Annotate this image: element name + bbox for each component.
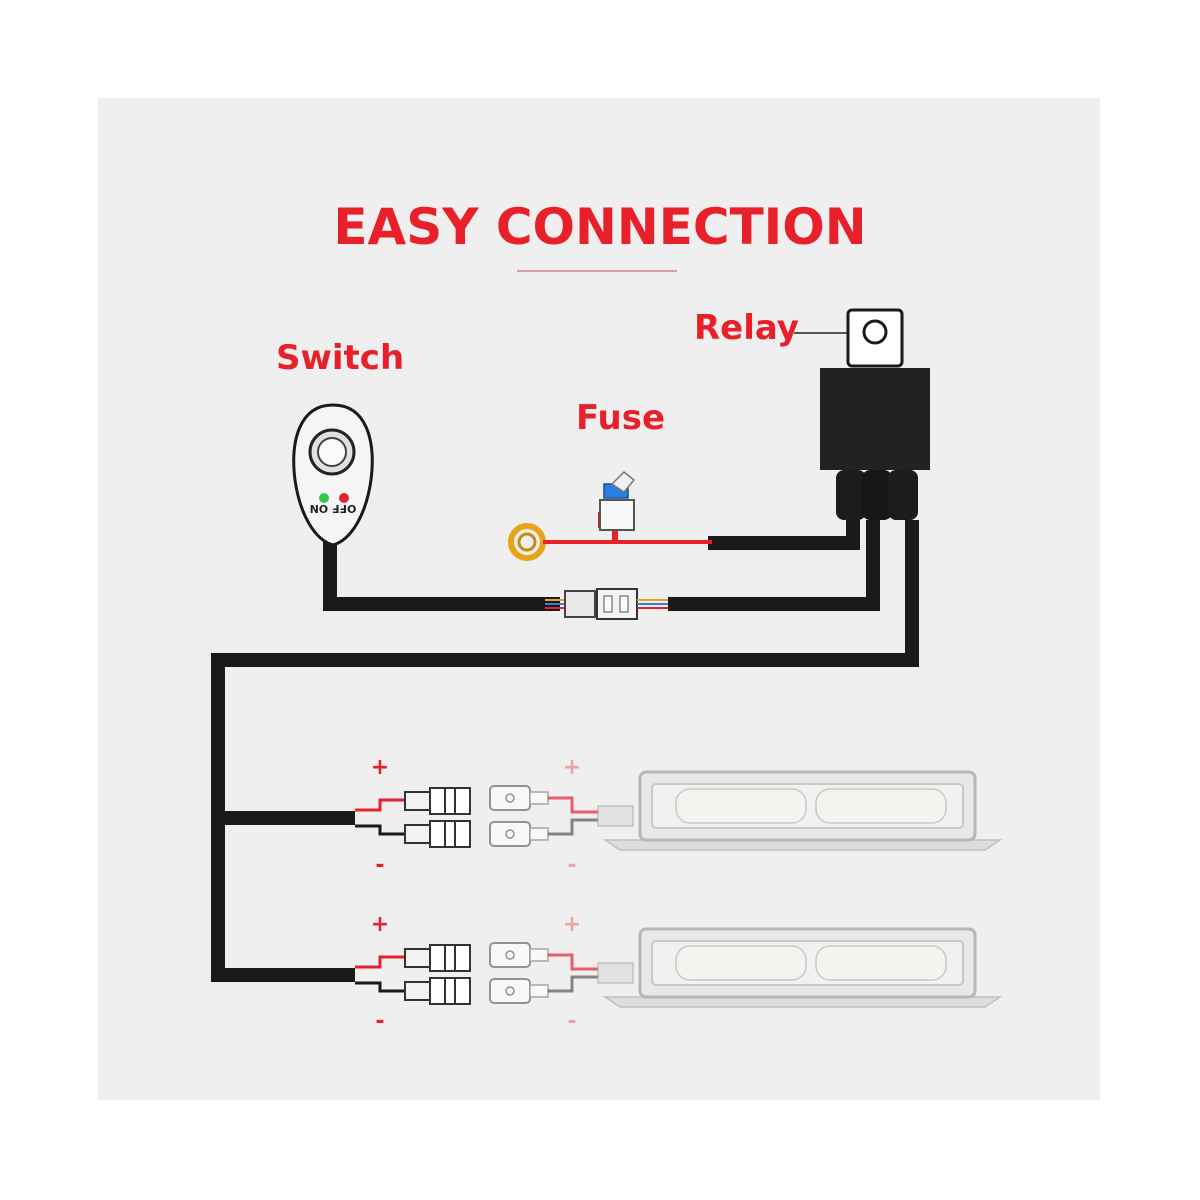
light-feed-wire [211, 520, 919, 982]
minus-sign-left: - [375, 853, 384, 878]
switch-off-on-text: OFF ON [310, 502, 357, 515]
switch-label: Switch [276, 338, 405, 378]
switch-wire [323, 540, 560, 611]
female-connector-negative [404, 977, 471, 1005]
male-spade-positive [489, 942, 549, 968]
inline-connector [545, 588, 668, 620]
male-spade-positive [489, 785, 549, 811]
relay-pin-1 [836, 470, 866, 520]
led-light-bar-1 [597, 770, 1003, 851]
female-connector-positive [404, 787, 471, 815]
red-indicator-icon [339, 493, 349, 503]
ring-terminal-icon [508, 523, 546, 561]
title-underline [517, 270, 677, 272]
minus-sign-right: - [567, 853, 576, 878]
page-title: EASY CONNECTION [333, 198, 867, 256]
fuse-holder [599, 499, 635, 531]
main-harness [211, 515, 919, 982]
female-connector-positive [404, 944, 471, 972]
relay [820, 308, 930, 520]
led-light-bar-2 [597, 927, 1003, 1008]
minus-sign-left: - [375, 1009, 384, 1034]
minus-sign-right: - [567, 1009, 576, 1034]
plus-sign-right: + [563, 912, 581, 937]
power-wire [708, 515, 860, 550]
relay-pin-3 [888, 470, 918, 520]
relay-body [820, 368, 930, 470]
relay-label: Relay [694, 308, 799, 348]
fuse-label: Fuse [576, 398, 666, 438]
light-branch-lower: + + - - [355, 912, 1003, 1034]
fuse-cap [610, 470, 636, 493]
connector-female [596, 588, 638, 620]
light-branch-upper: + + - - [355, 755, 1003, 878]
switch-assembly: OFF ON [292, 403, 374, 547]
switch-return-wire [668, 520, 880, 611]
plus-sign-left: + [371, 755, 389, 780]
male-spade-negative [489, 821, 549, 847]
connector-male [564, 590, 596, 618]
plus-sign-left: + [371, 912, 389, 937]
female-connector-negative [404, 820, 471, 848]
relay-pin-2 [862, 470, 892, 520]
plus-sign-right: + [563, 755, 581, 780]
green-indicator-icon [319, 493, 329, 503]
relay-mount-hole [862, 319, 888, 345]
male-spade-negative [489, 978, 549, 1004]
fuse-assembly [508, 470, 712, 561]
